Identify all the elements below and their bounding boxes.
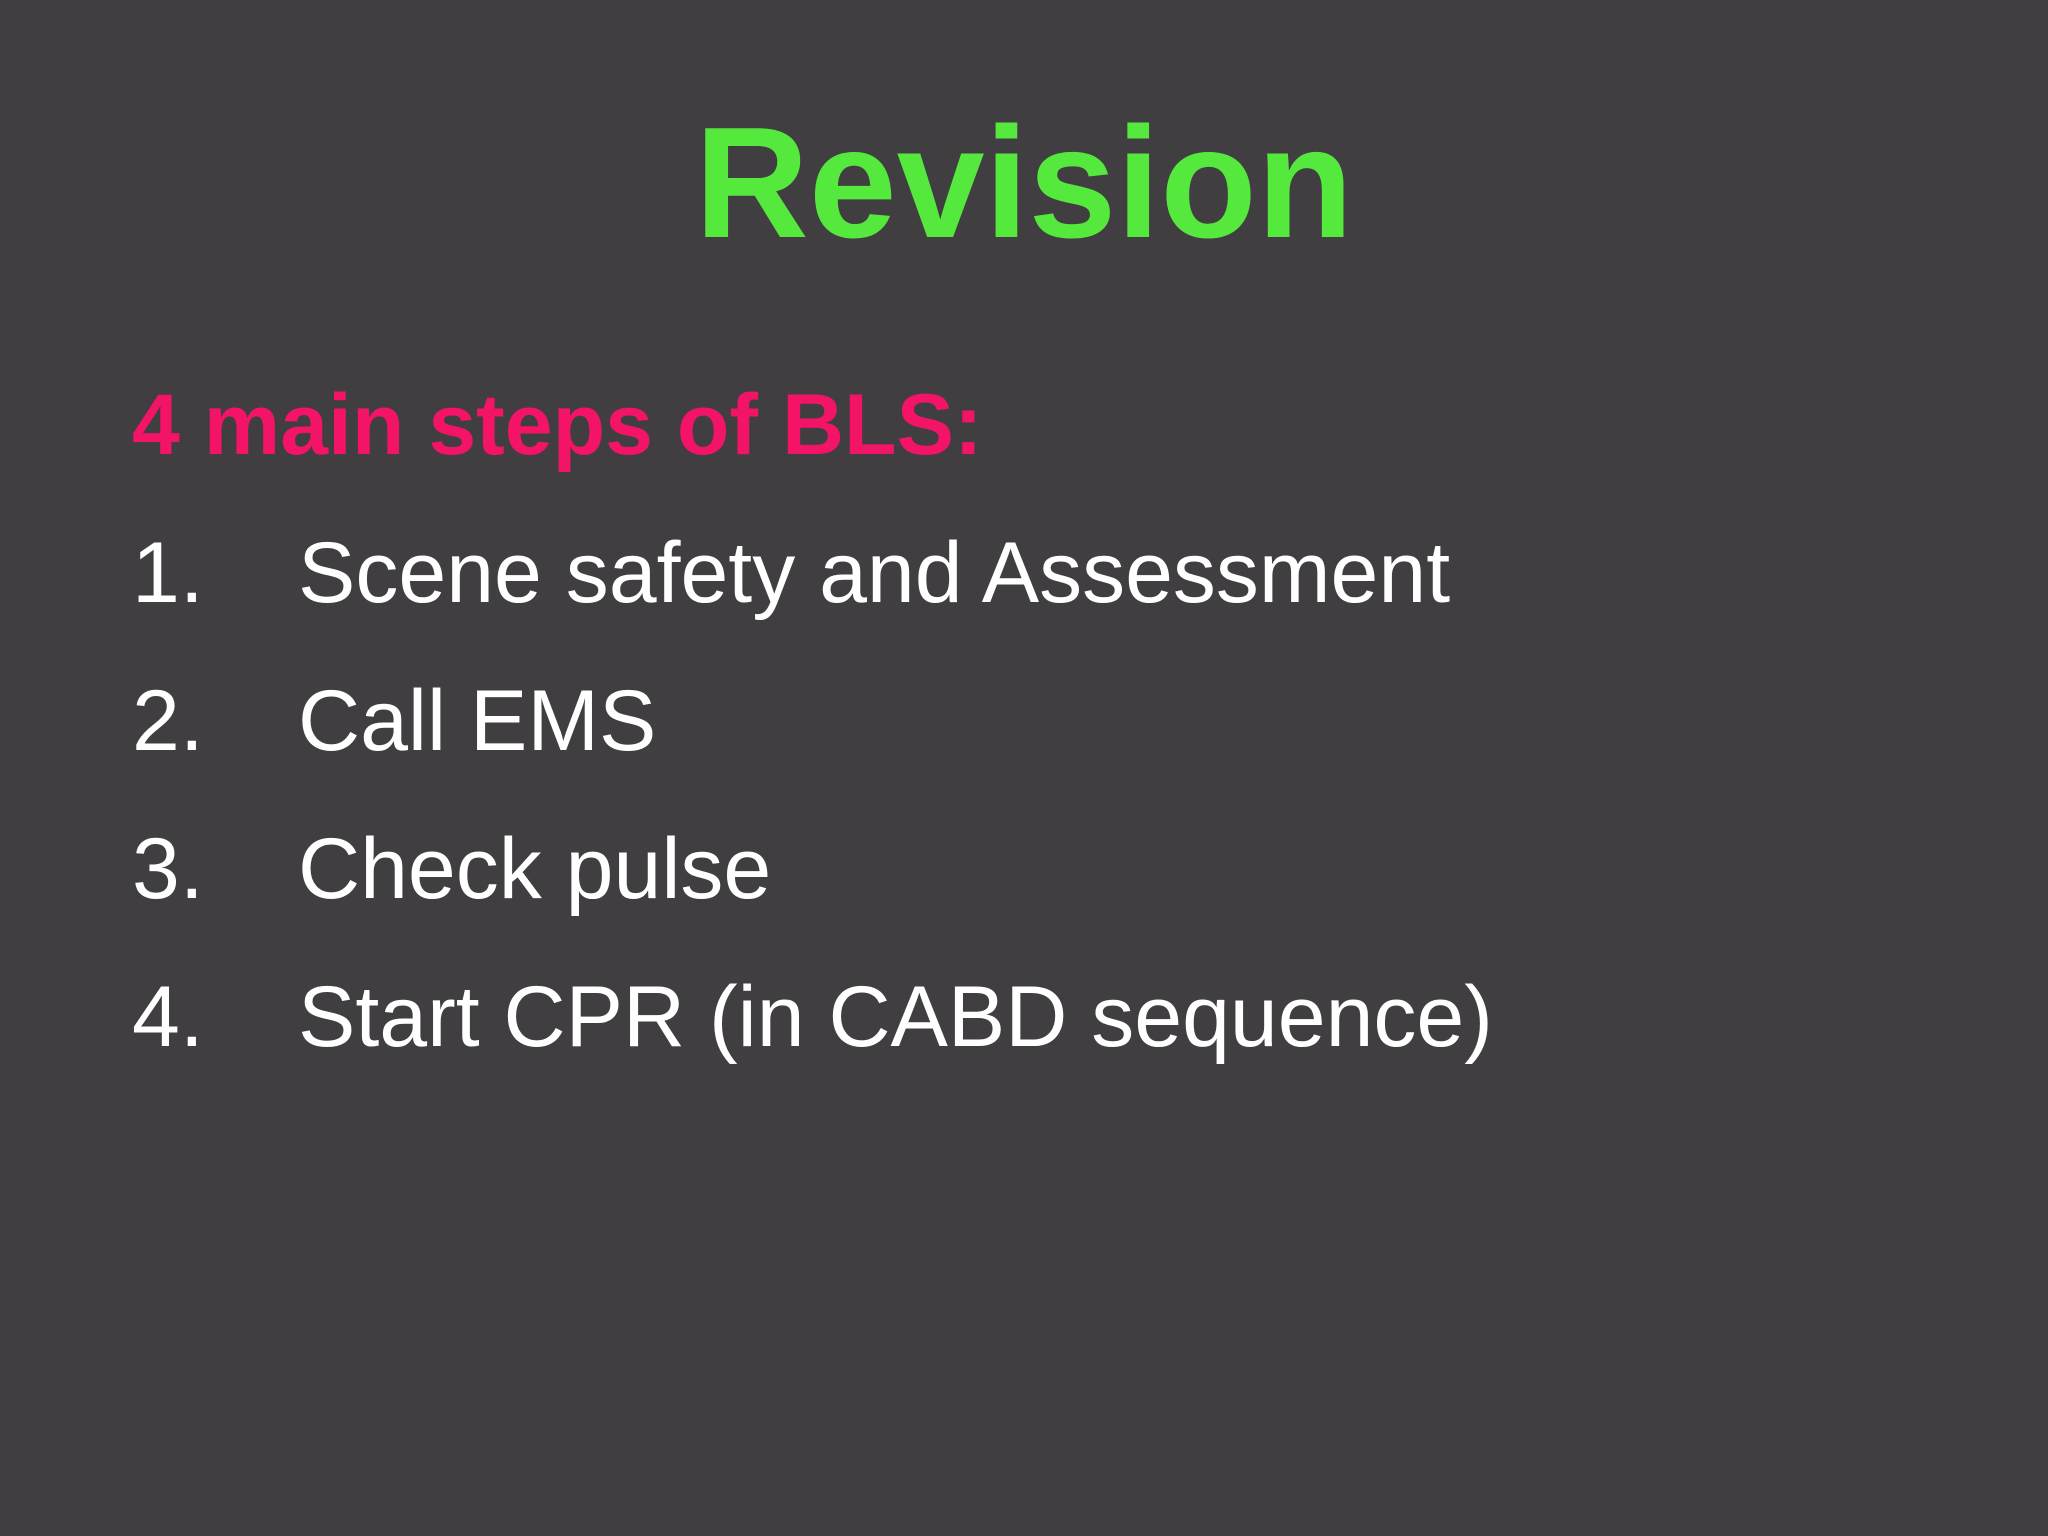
- list-item-number: 3.: [132, 821, 204, 917]
- list-item-number: 2.: [132, 673, 204, 769]
- list-item-text: Start CPR (in CABD sequence): [298, 969, 1493, 1065]
- list-item: 4. Start CPR (in CABD sequence): [132, 943, 1968, 1091]
- slide-title: Revision: [694, 95, 1354, 271]
- list-item-text: Check pulse: [298, 821, 772, 917]
- list-item-number: 4.: [132, 969, 204, 1065]
- slide-body: 4 main steps of BLS: 1. Scene safety and…: [132, 351, 1968, 1091]
- list-item: 3. Check pulse: [132, 795, 1968, 943]
- list-item-number: 1.: [132, 525, 204, 621]
- list-item: 1. Scene safety and Assessment: [132, 499, 1968, 647]
- bls-steps-list: 1. Scene safety and Assessment 2. Call E…: [132, 499, 1968, 1091]
- list-item: 2. Call EMS: [132, 647, 1968, 795]
- list-item-text: Call EMS: [298, 673, 657, 769]
- list-item-text: Scene safety and Assessment: [298, 525, 1451, 621]
- list-heading: 4 main steps of BLS:: [132, 377, 983, 473]
